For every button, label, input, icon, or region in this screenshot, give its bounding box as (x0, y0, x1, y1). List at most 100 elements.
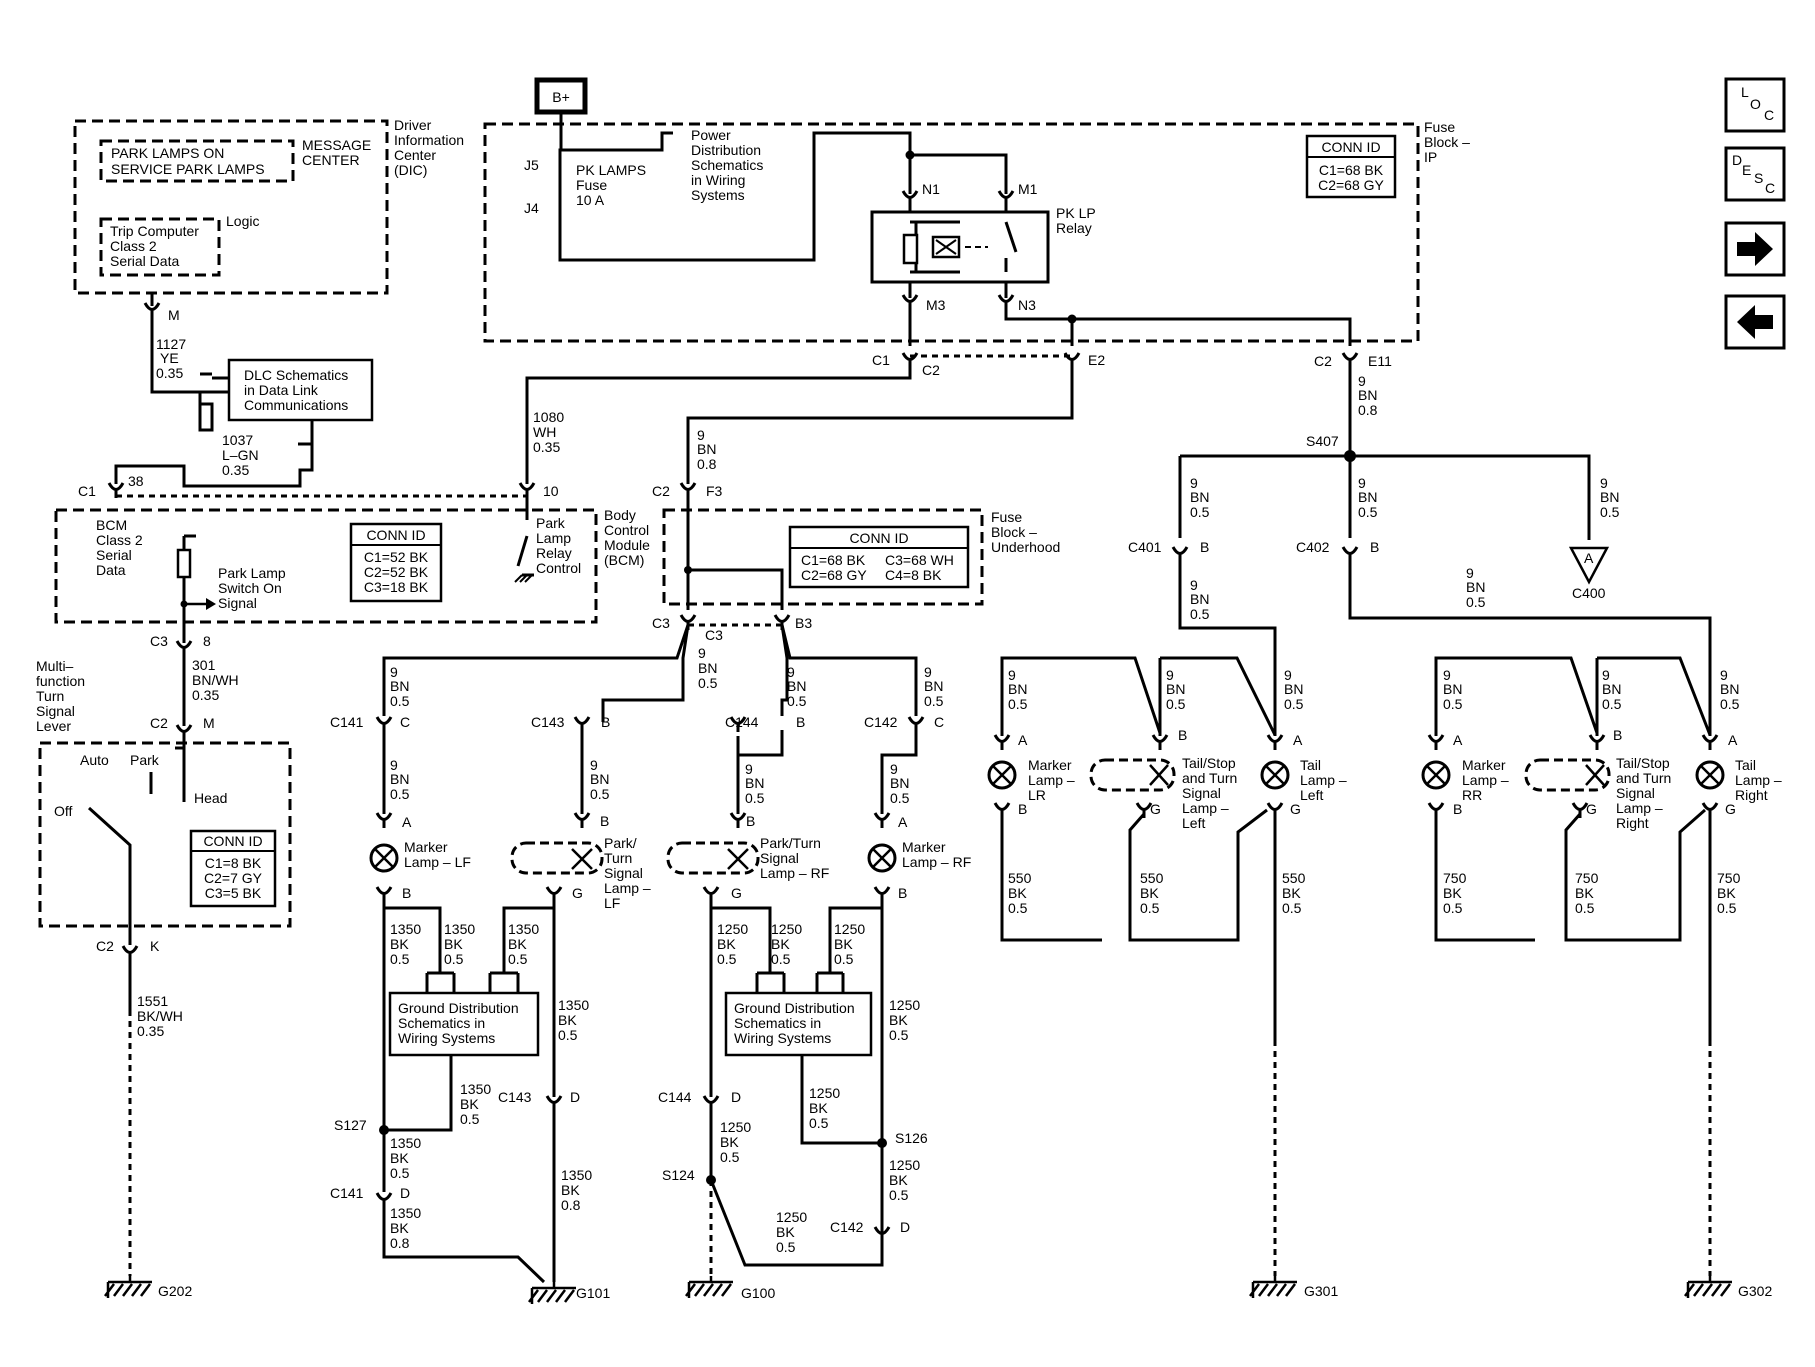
connector-pin-icon (1701, 734, 1719, 750)
wire-label: S124 (662, 1167, 695, 1183)
park-turn-lamp-rf (666, 841, 760, 875)
wire-label: C (934, 714, 944, 730)
turn-lever-name-2: function (36, 673, 85, 689)
wire-label: 0.5 (390, 951, 410, 967)
wire-label: BK (1717, 885, 1736, 901)
dic-message-2: SERVICE PARK LAMPS (111, 161, 265, 177)
connector-pin-icon (702, 886, 720, 902)
wire-label: G (731, 885, 742, 901)
connector-pin-icon (121, 945, 139, 961)
marker-lamp-rr (1421, 760, 1451, 790)
next-page-button[interactable] (1724, 221, 1786, 277)
wire-label: 550 (1282, 870, 1306, 886)
bcm-relay-2: Lamp (536, 530, 571, 546)
dic-module-box (73, 119, 389, 295)
wire-label: 0.8 (561, 1197, 581, 1213)
wire-label: 1551 (137, 993, 168, 1009)
wire-label: BK (889, 1012, 908, 1028)
wire-label: BN (890, 775, 909, 791)
wire-label: 0.35 (156, 365, 183, 381)
wire-label: G302 (1738, 1283, 1772, 1299)
wire-label: S407 (1306, 433, 1339, 449)
wire-label: 750 (1575, 870, 1599, 886)
lamp-labels: Marker Lamp – LF Park/ Turn Signal Lamp … (404, 755, 1782, 911)
bcm-class2-1: BCM (96, 517, 127, 533)
marker-rr-label-1: Marker (1462, 757, 1506, 773)
wire-label: 1250 (834, 921, 865, 937)
wire-label: 1250 (809, 1085, 840, 1101)
connector-pin-icon (679, 614, 697, 630)
connector-pin-icon (1701, 802, 1719, 818)
connector-pin-icon (573, 812, 591, 828)
wire-label: BN (1443, 681, 1462, 697)
wire-label: L–GN (222, 447, 259, 463)
marker-rr-label-3: RR (1462, 787, 1482, 803)
fuse-ip-conn-id-1: C1=68 BK (1319, 162, 1384, 178)
connector-pin-icon (1427, 802, 1445, 818)
wire-label: 0.5 (1190, 504, 1210, 520)
wire-label: 0.5 (717, 951, 737, 967)
connector-pin-icon (107, 482, 125, 498)
wire-label: BN/WH (192, 672, 239, 688)
battery-positive-box: B+ (534, 77, 588, 115)
wire-label: 0.5 (1600, 504, 1620, 520)
connector-pin-icon (1427, 734, 1445, 750)
lever-position-park: Park (130, 752, 160, 768)
fuse-label-3: 10 A (576, 192, 605, 208)
loc-button[interactable]: L O C (1724, 77, 1786, 133)
wire-label: C400 (1572, 585, 1606, 601)
fuse-ip-name-1: Fuse (1424, 119, 1455, 135)
connector-pin-icon (997, 190, 1015, 206)
wire-label: 9 (590, 757, 598, 773)
wire-label: A (1293, 732, 1303, 748)
park-turn-lf-label-5: LF (604, 895, 620, 911)
wire-label: 0.8 (697, 456, 717, 472)
tail-lamp-left (1260, 760, 1290, 790)
prev-page-button[interactable] (1724, 294, 1786, 350)
tail-stop-right-label-2: and Turn (1616, 770, 1671, 786)
wire-label: 9 (1008, 667, 1016, 683)
lever-conn-id-3: C3=5 BK (205, 885, 262, 901)
marker-rf-label-2: Lamp – RF (902, 854, 971, 870)
wire-label: M (203, 715, 215, 731)
fuse-ip-conn-id-title: CONN ID (1321, 139, 1380, 155)
desc-button[interactable]: D E S C (1724, 146, 1786, 202)
bcm-switch-2: Switch On (218, 580, 282, 596)
power-dist-5: Systems (691, 187, 745, 203)
wire-label: 1350 (460, 1081, 491, 1097)
wire-label: A (1018, 732, 1028, 748)
fuse-uh-name-2: Block – (991, 524, 1037, 540)
wire-label: 9 (924, 664, 932, 680)
wire-label: 9 (1358, 475, 1366, 491)
wire-label: 9 (745, 761, 753, 777)
connector-pin-icon (143, 302, 161, 318)
connector-pin-icon (175, 724, 193, 740)
wire-label: 0.5 (558, 1027, 578, 1043)
dic-name-2: Information (394, 132, 464, 148)
wire-label: C142 (830, 1219, 864, 1235)
wire-label: C2 (1314, 353, 1332, 369)
wire-label: E2 (1088, 352, 1105, 368)
bcm-texts: Body Control Module (BCM) BCM Class 2 Se… (96, 507, 650, 611)
park-turn-rf-label-1: Park/Turn (760, 835, 821, 851)
lever-conn-id-title: CONN ID (203, 833, 262, 849)
wire-label: B (601, 714, 610, 730)
wire-label: C2 (922, 362, 940, 378)
wire-label: 9 (1190, 475, 1198, 491)
wire-label: BN (1190, 591, 1209, 607)
wire-label: 1250 (889, 997, 920, 1013)
power-dist-1: Power (691, 127, 731, 143)
connector-pin-icon (1571, 802, 1589, 818)
wire-label: BK (834, 936, 853, 952)
wire-label: 0.5 (460, 1111, 480, 1127)
wire-label: 9 (1358, 373, 1366, 389)
wire-label: 9 (1602, 667, 1610, 683)
wire-label: B (402, 885, 411, 901)
fuse-ip-conn-id-box (1305, 134, 1397, 199)
bcm-conn-id-3: C3=18 BK (364, 579, 429, 595)
wire-label: BN (1358, 489, 1377, 505)
wire-label: BN (1600, 489, 1619, 505)
wire-label: 0.5 (390, 1165, 410, 1181)
wire-label: A (898, 814, 908, 830)
